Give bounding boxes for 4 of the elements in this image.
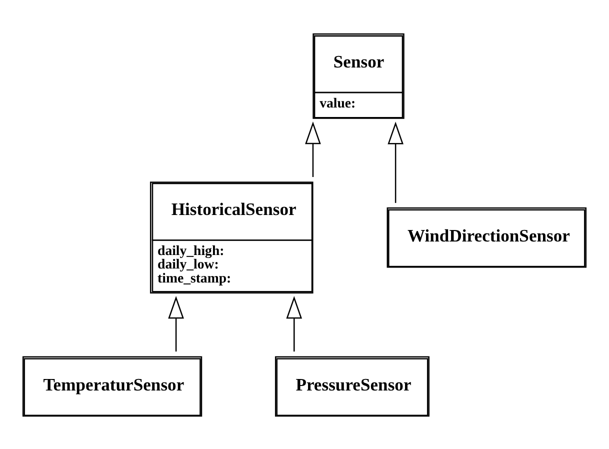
arrow [168, 296, 184, 352]
arrow [286, 296, 302, 352]
arrow [305, 121, 321, 176]
arrow [388, 121, 404, 202]
